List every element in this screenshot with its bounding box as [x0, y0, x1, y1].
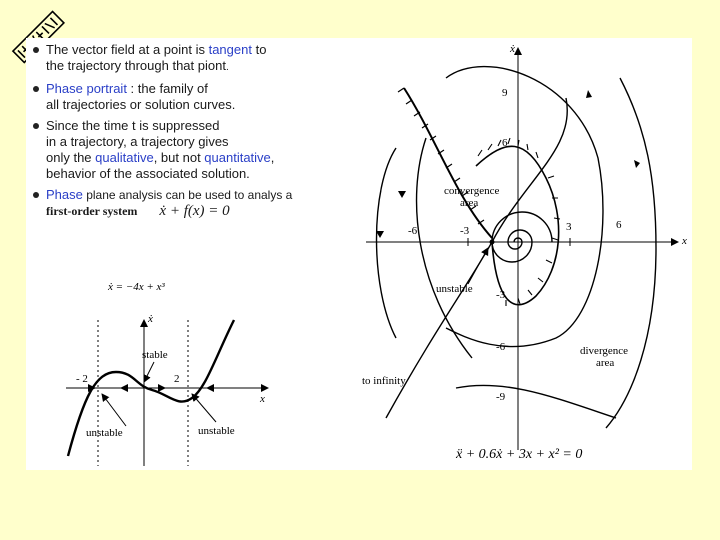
left-label-minus2: - 2: [76, 373, 88, 385]
bullet-text: Since the time t is suppressed: [46, 118, 220, 133]
bullet-text: .: [225, 62, 229, 73]
bullet-text: ,: [270, 150, 275, 165]
bullet-text: the trajectory through that piont: [46, 58, 226, 73]
trajectory-bottom: [455, 384, 617, 419]
bullet-text: in a trajectory, a trajectory gives: [46, 134, 229, 149]
arrow-icon: [376, 231, 384, 238]
trajectory-through-saddle: [385, 97, 568, 419]
convergence-label: convergence: [444, 185, 499, 197]
left-label-2: 2: [174, 373, 180, 385]
y-tick-minus3: -3: [496, 289, 506, 301]
bullet-text: : the family of: [126, 81, 208, 96]
bullet-text: The vector field at a point is: [46, 42, 209, 57]
bullet-text: behavior of the associated solution.: [46, 166, 250, 181]
unstable-saddle-label: unstable: [436, 283, 473, 295]
bullet-phase-portrait: Phase portrait : the family of all traje…: [30, 81, 330, 113]
bullet-phase-plane: Phase plane analysis can be used to anal…: [30, 187, 330, 219]
slide-panel: The vector field at a point is tangent t…: [26, 38, 692, 470]
bullet-text: plane analysis can be used to analys a: [82, 188, 293, 202]
x-tick-3: 3: [566, 221, 572, 233]
y-tick-9: 9: [502, 87, 508, 99]
unstable-left-label: unstable: [86, 427, 123, 439]
second-order-phase-portrait: ẋ x 9 6 -3 -6 -9 -6 -3 3 6 conve: [362, 43, 687, 462]
left-equation: ẋ = −4x + x³: [107, 281, 165, 293]
divergence-area-label: area: [596, 357, 614, 369]
first-order-phase-plot: ẋ = −4x + x³ ẋ x - 2 2 stable unstable u…: [66, 281, 269, 466]
y-tick-minus6: -6: [496, 341, 506, 353]
arrow-icon: [586, 90, 592, 98]
arrow-icon: [398, 191, 406, 198]
bullet-list: The vector field at a point is tangent t…: [30, 42, 330, 224]
unstable-right-pointer: [191, 393, 217, 423]
first-order-equation: ẋ + f(x) = 0: [159, 203, 230, 219]
to-infinity-label: to infinity: [362, 375, 406, 387]
convergence-boundary: [475, 145, 560, 306]
cubic-curve: [66, 319, 236, 457]
stable-spiral: [491, 211, 553, 263]
y-tick-minus9: -9: [496, 391, 506, 403]
convergence-area-label: area: [460, 197, 478, 209]
hatch-marks: [397, 87, 485, 225]
bullet-text: first-order system: [46, 204, 138, 218]
trajectory-outer: [445, 65, 604, 348]
arrow-icon: [120, 384, 128, 392]
arrow-icon: [158, 384, 166, 392]
keyword-tangent: tangent: [208, 42, 252, 57]
x-tick-minus6: -6: [408, 225, 418, 237]
x-tick-minus3: -3: [460, 225, 470, 237]
keyword-phase-portrait: Phase portrait: [46, 81, 127, 96]
divergence-label: divergence: [580, 345, 628, 357]
bullet-time-suppressed: Since the time t is suppressed in a traj…: [30, 118, 330, 182]
trajectory-left-1: [375, 147, 397, 339]
right-x-label: x: [681, 235, 687, 247]
bullet-text: only the: [46, 150, 96, 165]
left-x-label: x: [259, 393, 265, 405]
bullet-text: to: [251, 42, 267, 57]
unstable-saddle-pointer: [467, 247, 489, 285]
x-tick-6: 6: [616, 219, 622, 231]
arrow-icon: [206, 384, 214, 392]
right-y-label: ẋ: [509, 43, 515, 55]
keyword-qualitative: qualitative: [95, 150, 154, 165]
left-y-label: ẋ: [147, 313, 153, 325]
trajectory-left-2: [415, 137, 473, 359]
y-tick-6: 6: [502, 137, 508, 149]
arrow-icon: [634, 160, 640, 168]
bullet-text: , but not: [153, 150, 205, 165]
unstable-right-label: unstable: [198, 425, 235, 437]
bullet-text: all trajectories or solution curves.: [46, 97, 236, 112]
bullet-tangent: The vector field at a point is tangent t…: [30, 42, 330, 76]
keyword-quantitative: quantitative: [204, 150, 271, 165]
trajectory-right: [605, 77, 657, 429]
convergence-hatch: [477, 137, 561, 306]
unstable-left-pointer: [101, 393, 127, 427]
arrow-icon: [88, 384, 96, 392]
keyword-phase: Phase: [46, 187, 83, 202]
stable-label: stable: [142, 349, 168, 361]
stable-pointer: [143, 361, 155, 383]
second-order-equation: ẍ + 0.6ẋ + 3x + x² = 0: [455, 447, 582, 462]
